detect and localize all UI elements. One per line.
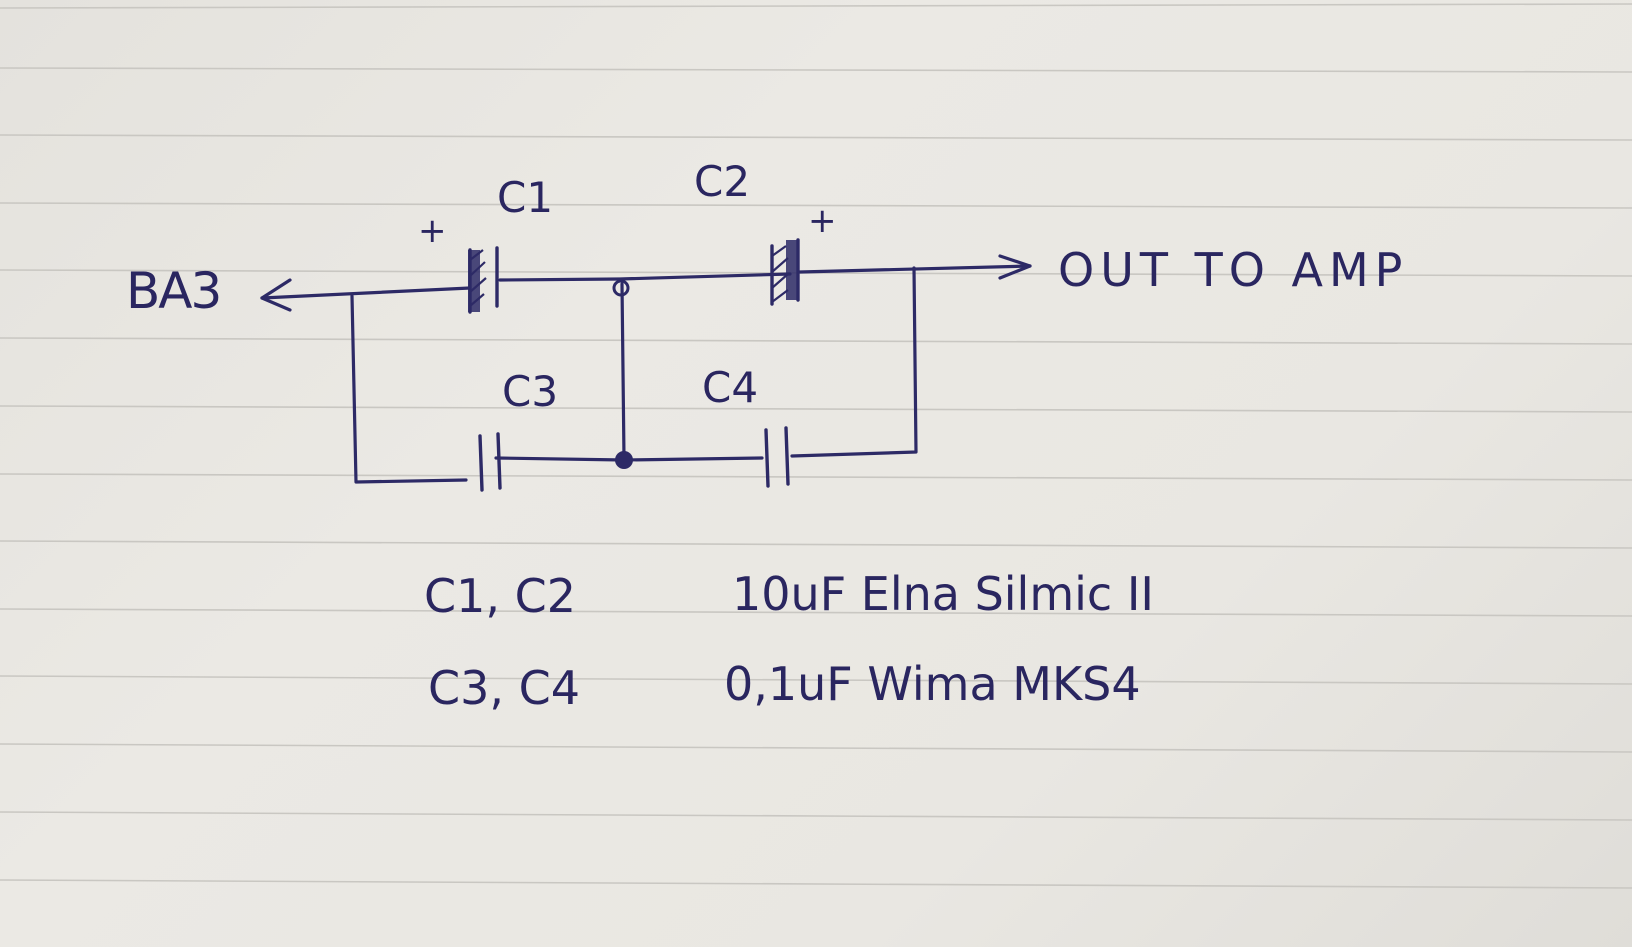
top-junction-node xyxy=(612,279,630,297)
input-wire xyxy=(260,286,472,300)
centre-vertical-wire xyxy=(620,282,626,460)
c2-label: C2 xyxy=(694,157,750,206)
c4-label: C4 xyxy=(702,363,758,412)
parts-row-2-refs: C3, C4 xyxy=(428,661,580,715)
output-label: OUT TO AMP xyxy=(1058,243,1408,297)
output-arrow xyxy=(998,254,1032,280)
parts-list: C1, C2 10uF Elna Silmic II C3, C4 0,1uF … xyxy=(424,567,1154,715)
input-arrow xyxy=(260,278,292,312)
capacitor-c4 xyxy=(764,426,790,488)
c1-label: C1 xyxy=(497,173,553,222)
c1-polarity-mark: + xyxy=(418,211,447,251)
junction-wire-top xyxy=(498,272,792,282)
c2-polarity-mark: + xyxy=(808,201,837,241)
parts-row-1-refs: C1, C2 xyxy=(424,569,576,623)
parts-row-1-value: 10uF Elna Silmic II xyxy=(732,567,1154,621)
notebook-ruled-lines xyxy=(0,3,1632,889)
right-bypass-wire xyxy=(790,266,918,458)
parts-row-2-value: 0,1uF Wima MKS4 xyxy=(724,657,1141,711)
bottom-wire-left xyxy=(494,456,764,462)
capacitor-c3 xyxy=(478,432,502,492)
capacitor-c2 xyxy=(770,238,800,306)
c3-label: C3 xyxy=(502,367,558,416)
left-bypass-wire xyxy=(350,294,468,484)
source-label: BA3 xyxy=(126,262,220,320)
capacitor-c1 xyxy=(468,246,499,314)
